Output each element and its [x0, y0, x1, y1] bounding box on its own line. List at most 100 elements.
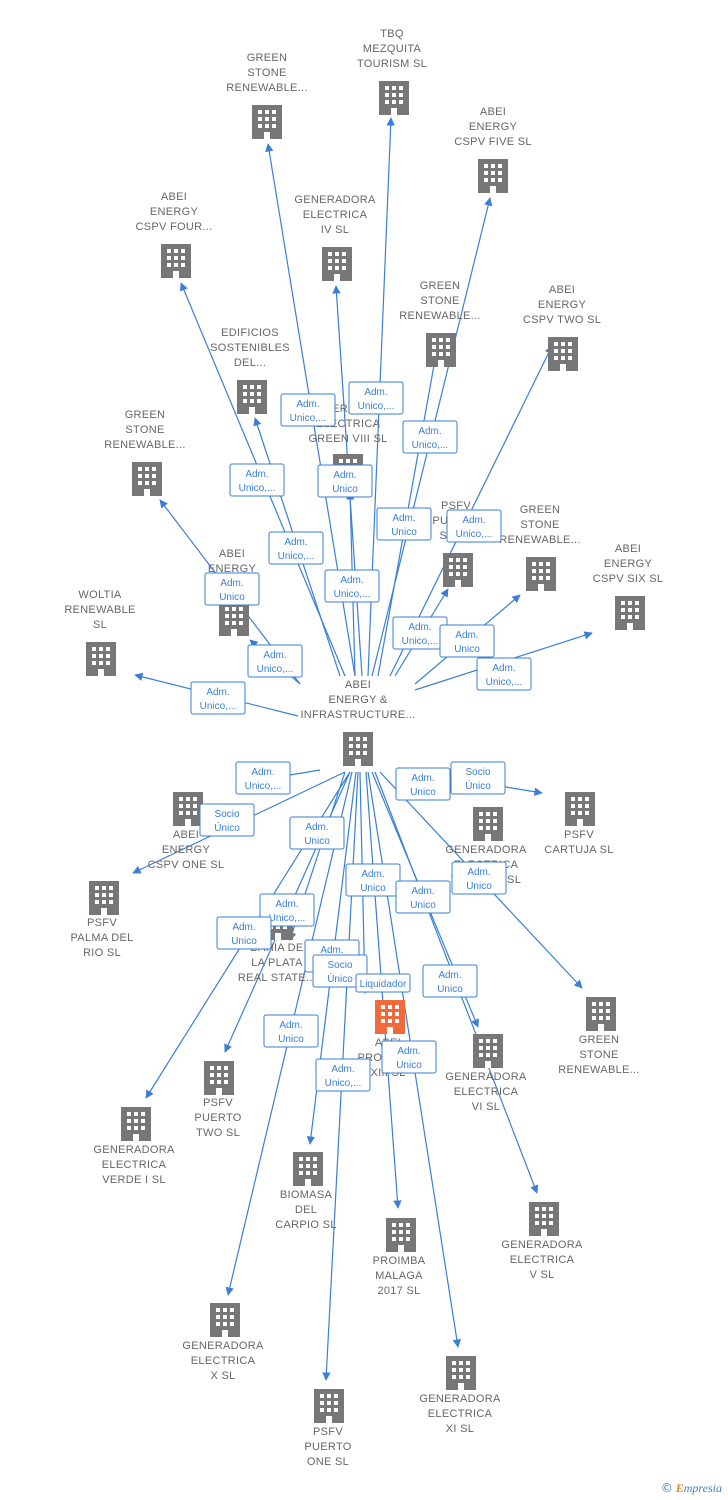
building-icon [446, 1356, 476, 1390]
role-badge-label: Unico,... [239, 483, 276, 494]
role-badge[interactable]: Adm.Unico [317, 464, 373, 498]
company-name-line: GREEN [579, 1034, 620, 1046]
role-badge[interactable]: Adm.Unico,... [402, 420, 458, 454]
company-name-line: ABEI [161, 191, 187, 203]
role-badge[interactable]: Adm.Unico [289, 816, 345, 850]
building-icon [121, 1107, 151, 1141]
role-badge[interactable]: Adm.Unico [451, 861, 507, 895]
role-badge[interactable]: Adm.Unico [439, 624, 495, 658]
role-badge-box [476, 657, 532, 691]
role-badge-box [289, 816, 345, 850]
role-badge[interactable]: Adm.Unico,... [315, 1058, 371, 1092]
role-badge[interactable]: Adm.Unico [216, 916, 272, 950]
role-badge[interactable]: Adm.Unico,... [324, 569, 380, 603]
building-icon [443, 553, 473, 587]
role-badge[interactable]: Adm. Unico,... [446, 509, 502, 543]
role-badge-label: Socio [465, 767, 490, 778]
role-badge[interactable]: Liquidador [355, 973, 411, 993]
company-name-line: DEL... [234, 357, 266, 369]
role-badge[interactable]: Adm.Unico,... [259, 893, 315, 927]
role-badge-label: Unico [410, 787, 436, 798]
role-badge[interactable]: Adm.Unico,... [392, 616, 448, 650]
role-badge-label: Adm. [397, 1046, 420, 1057]
building-icon [132, 462, 162, 496]
company-name-line: GENERADORA [445, 1071, 527, 1083]
role-badge[interactable]: Adm.Unico,... [348, 381, 404, 415]
company-node[interactable]: GREENSTONERENEWABLE... [399, 280, 480, 367]
building-icon [529, 1202, 559, 1236]
company-name-line: SL [93, 619, 107, 631]
company-name-line: RIO SL [83, 947, 121, 959]
role-badge-label: Unico,... [412, 440, 449, 451]
company-name-line: ABEI [480, 106, 506, 118]
role-badge[interactable]: Adm.Unico [204, 572, 260, 606]
role-badge-label: Unico,... [456, 529, 493, 540]
company-node[interactable]: GREENSTONERENEWABLE... [558, 997, 639, 1076]
role-badge[interactable]: Adm.Unico [376, 507, 432, 541]
building-icon [322, 247, 352, 281]
role-badge[interactable]: Adm.Unico,... [280, 393, 336, 427]
role-badge-box [247, 644, 303, 678]
role-badge[interactable]: Adm.Unico,... [247, 644, 303, 678]
role-badge[interactable]: Adm.Unico,... [190, 681, 246, 715]
role-badge-label: Unico,... [278, 551, 315, 562]
company-node[interactable]: GREENSTONERENEWABLE... [104, 409, 185, 496]
company-node[interactable]: GREENSTONERENEWABLE... [226, 52, 307, 139]
role-badge-box [235, 761, 291, 795]
company-name-line: ABEI [173, 829, 199, 841]
building-icon [204, 1061, 234, 1095]
company-name-line: STONE [520, 519, 559, 531]
role-badge[interactable]: Adm.Unico,... [229, 463, 285, 497]
role-badge-box [312, 954, 368, 988]
role-badge[interactable]: Adm.Unico [263, 1014, 319, 1048]
brand-name: mpresia [683, 1481, 722, 1495]
company-name-line: CARPIO SL [275, 1219, 336, 1231]
role-badge[interactable]: Adm.Unico,... [268, 531, 324, 565]
building-icon [478, 159, 508, 193]
company-node[interactable]: GREENSTONERENEWABLE... [499, 504, 580, 591]
role-badge[interactable]: Adm.Unico [345, 863, 401, 897]
company-name-line: RENEWABLE [64, 604, 135, 616]
role-badge[interactable]: Adm.Unico [395, 880, 451, 914]
company-name-line: CSPV ONE SL [148, 859, 225, 871]
role-badge-label: Unico [304, 836, 330, 847]
role-badge[interactable]: Adm.Unico [381, 1040, 437, 1074]
role-badge[interactable]: Adm.Unico,... [476, 657, 532, 691]
company-node[interactable]: EDIFICIOSSOSTENIBLESDEL... [210, 327, 290, 414]
company-name-line: ENERGY [604, 558, 653, 570]
role-badge-label: Unico,... [334, 589, 371, 600]
company-name-line: PSFV [313, 1426, 343, 1438]
role-badge[interactable]: Adm.Unico,... [235, 761, 291, 795]
role-badge-box [355, 973, 411, 993]
company-name-line: DEL [295, 1204, 317, 1216]
role-badge[interactable]: Adm.Unico [422, 964, 478, 998]
building-icon [386, 1218, 416, 1252]
role-badge-label: Unico [391, 527, 417, 538]
role-badge-label: Adm. [275, 899, 298, 910]
role-badge-label: Adm. [462, 515, 485, 526]
role-badge[interactable]: Adm.Unico [395, 767, 451, 801]
